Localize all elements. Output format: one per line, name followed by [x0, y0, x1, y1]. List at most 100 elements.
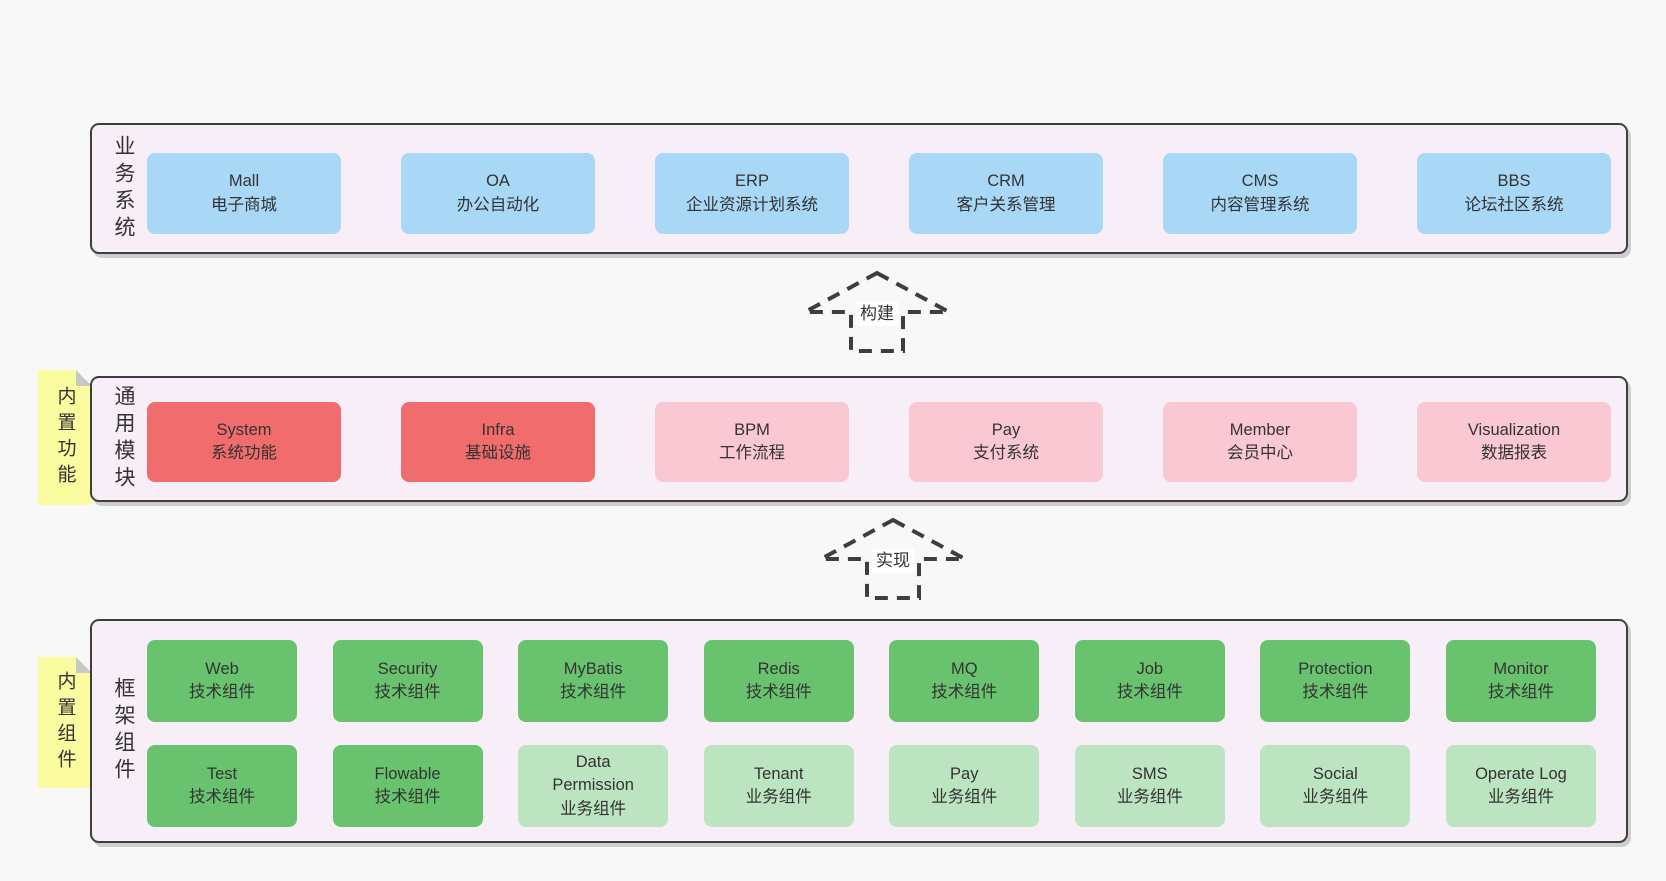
component-name: CMS: [1241, 172, 1279, 191]
component-subtitle: 技术组件: [189, 683, 255, 701]
component-name: MyBatis: [563, 659, 623, 678]
note-text: 内置组件: [54, 670, 76, 775]
component-box-infra: Infra 基础设施: [401, 402, 595, 482]
dashed-up-arrow-icon: [820, 517, 966, 600]
layer-label: 业务系统: [112, 134, 135, 243]
component-box-test: Test 技术组件: [147, 745, 297, 827]
layer-common-modules: 通用模块 System 系统功能 Infra 基础设施 BPM 工作流程 Pay 支付系统 Me…: [90, 376, 1628, 502]
component-subtitle: 系统功能: [211, 444, 277, 462]
component-subtitle: 支付系统: [973, 444, 1039, 462]
component-name: Mall: [228, 172, 260, 191]
component-name: Flowable: [374, 764, 441, 783]
component-name: System: [216, 420, 272, 439]
component-name: CRM: [987, 172, 1025, 191]
component-subtitle: 技术组件: [745, 683, 812, 701]
component-subtitle: 技术组件: [374, 788, 441, 806]
arrow-label: 实现: [872, 548, 914, 574]
component-subtitle: 基础设施: [465, 444, 531, 462]
component-name: Social: [1312, 764, 1358, 783]
component-subtitle: 业务组件: [745, 788, 812, 806]
component-name: Web: [205, 659, 239, 678]
component-subtitle: 论坛社区系统: [1464, 195, 1564, 214]
build-arrow: 构建: [797, 270, 957, 354]
component-name: BBS: [1497, 172, 1531, 191]
note-builtin-functions: 内置功能: [38, 370, 92, 505]
component-box-sms: SMS 业务组件: [1074, 745, 1225, 827]
component-name: Visualization: [1467, 420, 1561, 439]
component-name: Job: [1136, 659, 1164, 678]
component-box-bbs: BBS 论坛社区系统: [1417, 153, 1611, 234]
component-name: Operate Log: [1475, 764, 1567, 783]
component-row: System 系统功能 Infra 基础设施 BPM 工作流程 Pay 支付系统 Member 会…: [147, 402, 1611, 482]
component-box-crm: CRM 客户关系管理: [909, 153, 1103, 234]
component-subtitle: 业务组件: [1116, 788, 1183, 806]
component-subtitle: 会员中心: [1227, 444, 1293, 462]
note-text: 内置功能: [54, 385, 76, 490]
component-subtitle: 业务组件: [931, 788, 998, 806]
component-name: Test: [206, 764, 238, 783]
arrow-label: 构建: [856, 301, 898, 327]
note-builtin-components: 内置组件: [38, 657, 92, 788]
component-subtitle: 工作流程: [719, 444, 785, 462]
component-subtitle: 客户关系管理: [956, 195, 1056, 214]
component-subtitle: 电子商城: [211, 195, 277, 214]
component-box-web: Web 技术组件: [147, 640, 297, 722]
component-name: Member: [1229, 420, 1291, 439]
component-subtitle: 业务组件: [1302, 788, 1369, 806]
component-box-bpm: BPM 工作流程: [655, 402, 849, 482]
component-box-mall: Mall 电子商城: [147, 153, 341, 234]
component-subtitle: 技术组件: [1487, 683, 1554, 701]
component-box-member: Member 会员中心: [1163, 402, 1357, 482]
component-subtitle: 技术组件: [374, 683, 441, 701]
component-subtitle: 办公自动化: [456, 195, 540, 214]
component-box-flowable: Flowable 技术组件: [332, 745, 483, 827]
component-subtitle: 技术组件: [189, 788, 255, 806]
component-subtitle: 业务组件: [560, 799, 627, 818]
component-subtitle: 企业资源计划系统: [686, 195, 818, 214]
implement-arrow: 实现: [813, 517, 973, 601]
component-name: BPM: [734, 420, 770, 439]
component-name: Security: [377, 659, 438, 678]
component-subtitle: 技术组件: [931, 683, 998, 701]
component-box-data-permission: Data Permission 业务组件: [518, 745, 669, 827]
component-box-job: Job 技术组件: [1074, 640, 1225, 722]
component-name: Data Permission: [552, 752, 634, 795]
component-box-monitor: Monitor 技术组件: [1445, 640, 1596, 722]
component-box-tenant: Tenant 业务组件: [703, 745, 854, 827]
component-subtitle: 内容管理系统: [1210, 195, 1310, 214]
component-box-visualization: Visualization 数据报表: [1417, 402, 1611, 482]
dashed-up-arrow-icon: [804, 270, 950, 353]
component-name: SMS: [1131, 764, 1168, 783]
component-name: Monitor: [1493, 659, 1549, 678]
component-box-security: Security 技术组件: [332, 640, 483, 722]
layer-label: 框架组件: [112, 677, 135, 785]
component-box-social: Social 业务组件: [1260, 745, 1411, 827]
component-name: MQ: [950, 659, 978, 678]
component-box-operate-log: Operate Log 业务组件: [1445, 745, 1596, 827]
component-box-erp: ERP 企业资源计划系统: [655, 153, 849, 234]
component-name: Pay: [991, 420, 1021, 439]
component-box-system: System 系统功能: [147, 402, 341, 482]
component-box-pay: Pay 业务组件: [889, 745, 1040, 827]
component-box-redis: Redis 技术组件: [703, 640, 854, 722]
component-subtitle: 技术组件: [1302, 683, 1369, 701]
component-name: Redis: [757, 659, 800, 678]
component-box-protection: Protection 技术组件: [1260, 640, 1411, 722]
component-name: ERP: [735, 172, 769, 191]
component-name: Pay: [950, 764, 979, 783]
layer-label: 通用模块: [112, 385, 135, 493]
component-name: Protection: [1298, 659, 1373, 678]
component-subtitle: 技术组件: [1116, 683, 1183, 701]
component-subtitle: 数据报表: [1481, 444, 1547, 462]
component-name: Tenant: [753, 764, 804, 783]
component-box-cms: CMS 内容管理系统: [1163, 153, 1357, 234]
component-name: Infra: [481, 420, 515, 439]
component-subtitle: 业务组件: [1487, 788, 1554, 806]
